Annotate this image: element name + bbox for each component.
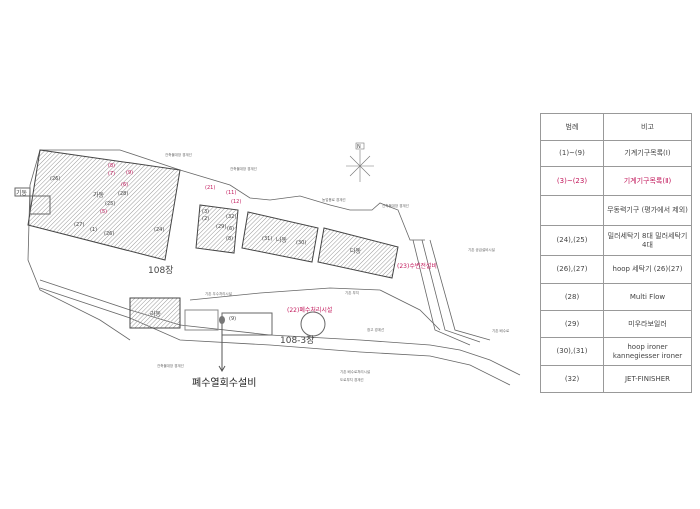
- label: (24): [154, 227, 164, 233]
- legend-key: (32): [540, 365, 604, 393]
- label: (29): [216, 224, 226, 230]
- label: (9): [229, 316, 236, 322]
- heat-recovery-marker: [219, 316, 225, 324]
- north-label: N: [357, 144, 361, 150]
- building-small: [195, 204, 239, 254]
- label: (26): [104, 231, 114, 237]
- legend-key: (3)~(23): [540, 166, 604, 196]
- note: 기존 우수처리시설: [205, 291, 232, 296]
- label: (1): [90, 227, 97, 233]
- note: 기존 배수로: [492, 328, 510, 333]
- label: (32): [226, 214, 236, 220]
- red-label: (8): [108, 163, 115, 169]
- building-gwa-label: 기동: [16, 189, 28, 197]
- label-108-3: 108-3장: [280, 335, 314, 346]
- legend-note: 기계기구목록(Ⅰ): [603, 140, 692, 167]
- note: 건축물대장 경계선: [157, 363, 184, 368]
- building-na-label: 나동: [276, 236, 288, 244]
- red-label: (21): [205, 185, 215, 191]
- legend-key: (29): [540, 310, 604, 338]
- site-plan: 108장 108-3장 가동 나동 다동 라동 기동 (22)폐수처리시설 (2…: [14, 142, 521, 389]
- building-na: [241, 211, 319, 263]
- legend-note: 밀러세탁기 8대 밀러세탁기 4대: [603, 225, 692, 256]
- note: 기존 부지: [345, 290, 359, 295]
- legend-key: (30),(31): [540, 337, 604, 366]
- label: (30): [296, 240, 306, 246]
- building-ga: [27, 149, 181, 261]
- red-label: (6): [121, 182, 128, 188]
- label: (28): [118, 191, 128, 197]
- label: (25): [105, 201, 115, 207]
- red-label: (9): [126, 170, 133, 176]
- gwa-box: [14, 187, 31, 197]
- note: 건축물대장 경계선: [165, 152, 192, 157]
- note: 도로부지 경계선: [340, 377, 364, 382]
- legend-note: 기계기구목록(Ⅱ): [603, 166, 692, 196]
- label-108: 108장: [148, 265, 173, 276]
- arrow-head: [218, 365, 226, 372]
- note: 기존 공급설비시설: [468, 247, 495, 252]
- legend-header-key: 범례: [540, 113, 604, 141]
- legend-note: 미우라보일러: [603, 310, 692, 338]
- red-label: (5): [100, 209, 107, 215]
- note: 기존 배수로처리시설: [340, 369, 370, 374]
- building-ga-label: 가동: [93, 191, 105, 199]
- label: (2): [202, 216, 209, 222]
- label: (26): [50, 176, 60, 182]
- annex-box: [29, 195, 51, 215]
- note: 창고 경계선: [367, 327, 384, 332]
- red-label: (12): [231, 199, 241, 205]
- note: 농업용로 경계선: [322, 197, 346, 202]
- tank-circle: [300, 311, 326, 337]
- substation-label: (23)수변전설비: [397, 262, 437, 270]
- label: (31): [262, 236, 272, 242]
- building-da: [317, 227, 399, 279]
- legend-note: JET-FINISHER: [603, 365, 692, 393]
- label: (3): [202, 209, 209, 215]
- label: (6): [227, 226, 234, 232]
- note: 건축물대장 경계선: [382, 203, 409, 208]
- red-label: (7): [108, 171, 115, 177]
- wastewater-label: (22)폐수처리시설: [287, 306, 332, 314]
- heat-recovery-label: 폐수열회수설비: [192, 377, 256, 389]
- label: (27): [74, 222, 84, 228]
- legend-key: [540, 195, 604, 226]
- legend-key: (28): [540, 283, 604, 311]
- legend-key: (24),(25): [540, 225, 604, 256]
- legend-key: (26),(27): [540, 255, 604, 284]
- label: (8): [226, 236, 233, 242]
- legend-header-note: 비고: [603, 113, 692, 141]
- note: 건축물대장 경계선: [230, 166, 257, 171]
- legend-note: hoop 세탁기 (26)(27): [603, 255, 692, 284]
- building-ra-label: 라동: [150, 310, 162, 318]
- hatch-zone: [184, 309, 219, 331]
- north-arrow-icon: [346, 142, 374, 182]
- legend-key: (1)~(9): [540, 140, 604, 167]
- legend-note: Multi Flow: [603, 283, 692, 311]
- building-da-label: 다동: [350, 247, 362, 255]
- building-ra: [129, 297, 181, 329]
- red-label: (11): [226, 190, 236, 196]
- legend-note: 무동력기구 (평가에서 제외): [603, 195, 692, 226]
- legend-note: hoop ironer kannegiesser ironer: [603, 337, 692, 366]
